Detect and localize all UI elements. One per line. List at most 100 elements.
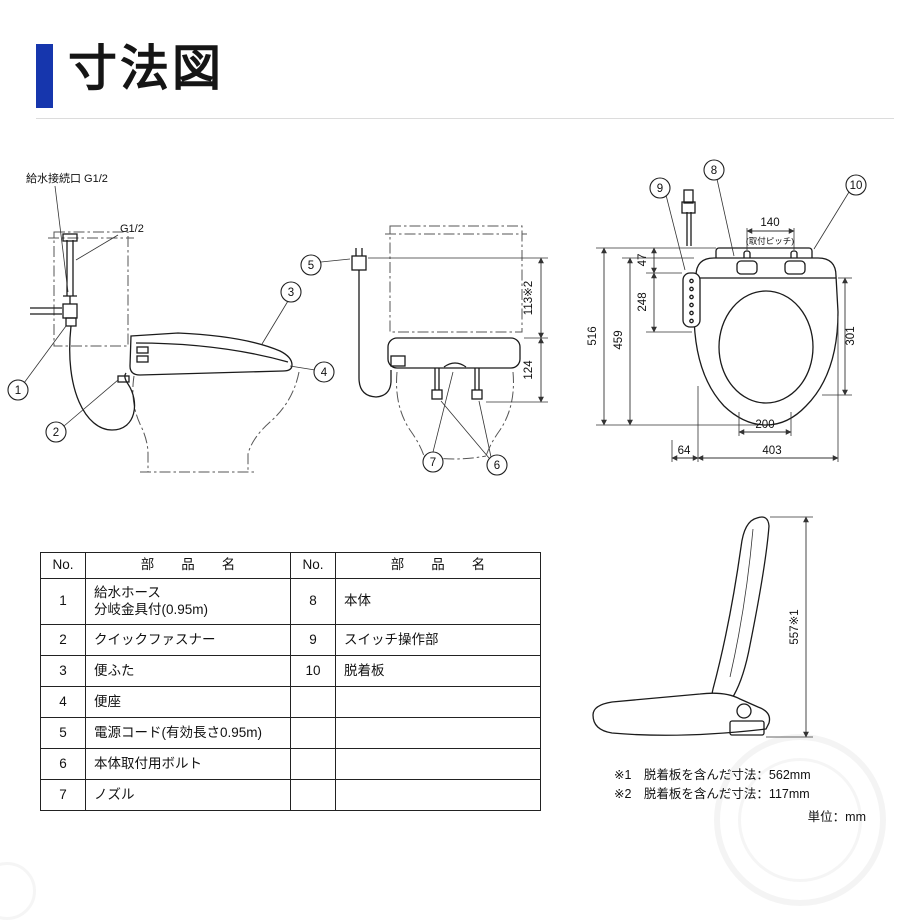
callout-6: 6: [486, 454, 508, 476]
callout-10: 10: [845, 174, 867, 196]
callout-2: 2: [45, 421, 67, 443]
bowl-rear-outline: [396, 371, 514, 460]
watermark-corner-circle: [0, 862, 36, 920]
header-divider: [36, 118, 894, 119]
part-name: スイッチ操作部: [335, 624, 541, 656]
switch-panel: [682, 272, 701, 328]
dim-301: 301: [845, 326, 857, 345]
dim-140-pitch-note: (取付ピッチ): [746, 236, 794, 246]
toilet-bowl-outline: [132, 371, 300, 473]
dim-557-group: 557※1: [766, 516, 813, 738]
part-no: [290, 748, 336, 780]
callout-5: 5: [300, 254, 322, 276]
dim-301-group: 301: [822, 277, 857, 396]
table-row: 7 ノズル: [40, 779, 541, 811]
part-no: [290, 779, 336, 811]
part-name: [335, 717, 541, 749]
rear-view-drawing: 113※2 124 5 7 6: [300, 225, 548, 476]
callout-8-leader: [716, 178, 735, 257]
dim-47: 47: [637, 254, 649, 267]
callout-1: 1: [7, 379, 29, 401]
dim-64: 64: [678, 445, 691, 457]
dim-47-group: 47: [596, 247, 716, 274]
part-no: 4: [40, 686, 86, 718]
side-view-drawing: 給水接続口 G1/2 G1/2 1 2 3 4: [7, 171, 335, 473]
svg-text:2: 2: [53, 427, 59, 439]
washlet-top-body: [693, 257, 839, 426]
dim-200: 200: [755, 419, 774, 431]
callout-4: 4: [313, 361, 335, 383]
header-name-left: 部 品 名: [85, 552, 291, 579]
label-inlet-leader: [54, 185, 69, 293]
svg-text:6: 6: [494, 460, 500, 472]
part-no: 5: [40, 717, 86, 749]
svg-text:9: 9: [657, 183, 663, 195]
part-name: [335, 779, 541, 811]
callout-8: 8: [703, 159, 725, 181]
dim-248: 248: [637, 292, 649, 311]
dim-516: 516: [587, 326, 599, 345]
seat-base-shape: [592, 692, 771, 736]
table-row: 5 電源コード(有効長さ0.95m): [40, 717, 541, 749]
part-no: 10: [290, 655, 336, 687]
callout-1-leader: [23, 325, 67, 384]
dim-200-group: 200: [738, 412, 792, 436]
washlet-side-profile: [129, 332, 293, 376]
label-inlet: 給水接続口 G1/2: [26, 171, 108, 185]
watermark-inner-circle: [738, 758, 862, 882]
svg-text:8: 8: [711, 165, 717, 177]
part-name: 脱着板: [335, 655, 541, 687]
part-name: クイックファスナー: [85, 624, 291, 656]
part-no: 9: [290, 624, 336, 656]
dim-124-group: 124: [486, 337, 548, 403]
top-view-drawing: 140 (取付ピッチ) 47 248 459: [587, 159, 867, 462]
part-name: 給水ホース 分岐金具付(0.95m): [85, 578, 291, 625]
title-accent-bar: [36, 44, 53, 108]
header-no-right: No.: [290, 552, 336, 579]
callout-6-leader-b: [440, 400, 490, 459]
callout-7: 7: [422, 451, 444, 473]
part-no: 3: [40, 655, 86, 687]
table-row: 2 クイックファスナー 9 スイッチ操作部: [40, 624, 541, 656]
power-cord: [351, 248, 392, 398]
parts-table: No. 部 品 名 No. 部 品 名 1 給水ホース 分岐金具付(0.95m)…: [40, 552, 541, 811]
callout-3-leader: [261, 300, 289, 345]
part-name: 電源コード(有効長さ0.95m): [85, 717, 291, 749]
part-name: [335, 686, 541, 718]
toilet-tank-outline: [48, 231, 134, 347]
dim-403: 403: [762, 445, 781, 457]
callout-3: 3: [280, 281, 302, 303]
callout-4-leader: [289, 365, 316, 371]
part-name: ノズル: [85, 779, 291, 811]
label-g12-leader: [75, 234, 119, 261]
washlet-rear-body: [387, 337, 521, 369]
label-g12: G1/2: [120, 223, 144, 235]
svg-text:7: 7: [430, 457, 436, 469]
footnotes: ※1 脱着板を含んだ寸法：562mm ※2 脱着板を含んだ寸法：117mm 単位…: [614, 766, 866, 827]
callout-9: 9: [649, 177, 671, 199]
table-row: 6 本体取付用ボルト: [40, 748, 541, 780]
page: 寸法図: [0, 42, 894, 920]
open-lid-shape: [711, 516, 770, 704]
dim-248-group: 248: [637, 272, 692, 333]
part-name: 本体: [335, 578, 541, 625]
svg-text:1: 1: [15, 385, 21, 397]
part-no: [290, 717, 336, 749]
dim-113-group: 113※2: [368, 257, 548, 339]
part-name: 便座: [85, 686, 291, 718]
callout-6-leader-a: [478, 400, 492, 458]
callout-5-leader: [320, 258, 351, 263]
dim-140: 140: [760, 217, 779, 229]
page-title: 寸法図: [68, 42, 225, 96]
table-row: 1 給水ホース 分岐金具付(0.95m) 8 本体: [40, 578, 541, 625]
svg-text:3: 3: [288, 287, 294, 299]
mounting-bolts: [431, 368, 483, 400]
dim-403-group: 403: [697, 316, 839, 462]
dim-64-group: 64: [671, 440, 699, 462]
footnote-1: ※1 脱着板を含んだ寸法：562mm: [614, 768, 811, 782]
part-no: [290, 686, 336, 718]
svg-text:5: 5: [308, 260, 314, 272]
dimension-drawings: 給水接続口 G1/2 G1/2 1 2 3 4: [7, 159, 867, 476]
dim-516-group: 516: [587, 247, 607, 426]
table-row: 3 便ふた 10 脱着板: [40, 655, 541, 687]
